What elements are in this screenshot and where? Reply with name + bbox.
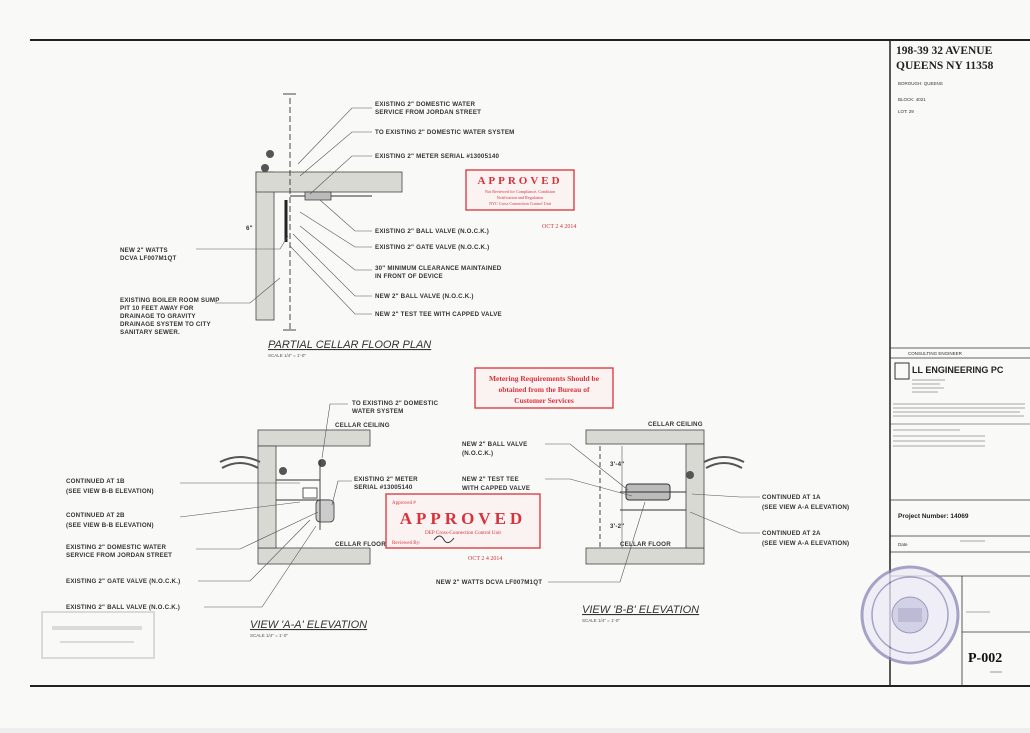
b-label-continued-1a: CONTINUED AT 1A	[762, 494, 821, 501]
a-label-continued-2b: CONTINUED AT 2B	[66, 512, 125, 519]
approved-stamp-2: Approved # APPROVED DEP Cross-Connection…	[385, 493, 541, 562]
view-b-b-elevation: CELLAR CEILING CELLAR FLOOR 3'-4" 3'-2" …	[436, 421, 849, 623]
plan-title: PARTIAL CELLAR FLOOR PLAN	[268, 339, 431, 351]
plan-label-ball-valve: EXISTING 2" BALL VALVE (N.O.C.K.)	[375, 228, 489, 235]
b-label-ball-valve: NEW 2" BALL VALVE	[462, 441, 527, 448]
a-label-domestic-service-2: SERVICE FROM JORDAN STREET	[66, 552, 172, 559]
a-label-continued-2b-2: (SEE VIEW B-B ELEVATION)	[66, 522, 154, 529]
plan-label-clearance: 30" MINIMUM CLEARANCE MAINTAINED	[375, 265, 502, 272]
b-floor-slab	[585, 547, 705, 565]
plan-label-sump: EXISTING BOILER ROOM SUMP	[120, 297, 220, 304]
a-label-continued-1b-2: (SEE VIEW B-B ELEVATION)	[66, 488, 154, 495]
faded-stamp	[41, 611, 155, 659]
stamp-2-reviewed-by: Reviewed By:	[392, 541, 420, 546]
plan-label-sump-5: SANITARY SEWER.	[120, 329, 180, 336]
view-b-scale: SCALE 1/4" = 1'-0"	[582, 618, 620, 623]
block-text: BLOCK: 4021	[898, 97, 926, 102]
consulting-label: CONSULTING ENGINEER	[908, 351, 963, 356]
view-a-title: VIEW 'A-A' ELEVATION	[250, 619, 367, 631]
a-wall	[257, 445, 277, 549]
stamp-1-title: APPROVED	[477, 175, 562, 187]
b-label-test-tee: NEW 2" TEST TEE	[462, 476, 519, 483]
plan-wall-west	[255, 171, 275, 321]
reviewer-signature	[433, 535, 455, 544]
a-floor-slab	[257, 547, 371, 565]
b-label-watts: NEW 2" WATTS DCVA LF007M1QT	[436, 579, 542, 586]
a-label-to-existing-2: WATER SYSTEM	[352, 408, 403, 415]
project-number: Project Number: 14069	[898, 513, 969, 520]
stamp-2-title: APPROVED	[400, 509, 526, 528]
address-line-1: 198-39 32 AVENUE	[896, 45, 993, 57]
firm-name: LL ENGINEERING PC	[912, 365, 1004, 375]
stamp-1-line-1: Not Reviewed for Compliance, Condition	[485, 189, 556, 195]
b-floor-label: CELLAR FLOOR	[620, 541, 671, 548]
b-label-continued-2a-2: (SEE VIEW A-A ELEVATION)	[762, 540, 849, 547]
plan-wall-north	[255, 171, 403, 193]
b-label-ball-valve-2: (N.O.C.K.)	[462, 450, 493, 457]
b-label-continued-2a: CONTINUED AT 2A	[762, 530, 821, 537]
lot-text: LOT: 29	[898, 109, 914, 114]
b-ceiling-label: CELLAR CEILING	[648, 421, 703, 428]
b-dim-1: 3'-4"	[610, 461, 624, 468]
plan-label-sump-4: DRAINAGE SYSTEM TO CITY	[120, 321, 211, 328]
b-wall	[685, 443, 705, 549]
a-floor-label: CELLAR FLOOR	[335, 541, 386, 548]
a-label-to-existing: TO EXISTING 2" DOMESTIC	[352, 400, 438, 407]
partial-cellar-floor-plan: 6" EXISTING 2" DOMESTIC WATER SERVICE FR…	[120, 93, 515, 358]
engineer-seal	[860, 565, 960, 665]
date-label: Date	[898, 542, 908, 547]
a-label-domestic-service: EXISTING 2" DOMESTIC WATER	[66, 544, 166, 551]
stamp-2-top: Approved #	[392, 501, 416, 506]
stamp-1-date: OCT 2 4 2014	[542, 224, 576, 230]
plan-scale: SCALE 1/4" = 1'-0"	[268, 353, 306, 358]
plan-label-test-tee: NEW 2" TEST TEE WITH CAPPED VALVE	[375, 311, 502, 318]
plan-label-existing-service-2: SERVICE FROM JORDAN STREET	[375, 109, 481, 116]
notice-line-1: Metering Requirements Should be	[489, 374, 600, 383]
b-label-continued-1a-2: (SEE VIEW A-A ELEVATION)	[762, 504, 849, 511]
notice-line-2: obtained from the Bureau of	[499, 385, 590, 394]
title-block: 198-39 32 AVENUE QUEENS NY 11358 BOROUGH…	[890, 45, 1030, 686]
plan-label-new-ball-valve: NEW 2" BALL VALVE (N.O.C.K.)	[375, 293, 474, 300]
b-dim-2: 3'-2"	[610, 523, 624, 530]
stamp-1-line-2: Notification and Regulation	[497, 195, 545, 200]
a-label-ball-valve: EXISTING 2" BALL VALVE (N.O.C.K.)	[66, 604, 180, 611]
plan-label-meter: EXISTING 2" METER SERIAL #13005140	[375, 153, 499, 160]
a-label-meter: EXISTING 2" METER	[354, 476, 418, 483]
plan-label-gate-valve: EXISTING 2" GATE VALVE (N.O.C.K.)	[375, 244, 489, 251]
a-ceiling-slab	[257, 429, 371, 447]
approved-stamp-1: APPROVED Not Reviewed for Compliance, Co…	[465, 169, 576, 230]
svg-text:6": 6"	[246, 225, 253, 232]
stamp-1-line-3: NYC Cross Connection Control Unit	[489, 201, 552, 206]
a-ceiling-label: CELLAR CEILING	[335, 422, 390, 429]
stamp-2-line-1: DEP Cross-Connection Control Unit	[425, 530, 502, 536]
plan-label-to-existing: TO EXISTING 2" DOMESTIC WATER SYSTEM	[375, 129, 515, 136]
notice-line-3: Customer Services	[514, 396, 574, 405]
plan-label-clearance-2: IN FRONT OF DEVICE	[375, 273, 443, 280]
view-b-title: VIEW 'B-B' ELEVATION	[582, 604, 699, 616]
metering-notice-stamp: Metering Requirements Should be obtained…	[474, 367, 614, 409]
stamp-2-date: OCT 2 4 2014	[468, 556, 502, 562]
sheet-number: P-002	[968, 651, 1002, 666]
address-line-2: QUEENS NY 11358	[896, 60, 994, 72]
borough-text: BOROUGH: QUEENS	[898, 81, 943, 86]
view-a-scale: SCALE 1/4" = 1'-0"	[250, 633, 288, 638]
view-a-a-elevation: CELLAR CEILING CELLAR FLOOR TO EXISTING …	[66, 400, 438, 638]
firm-logo	[894, 362, 910, 380]
a-label-continued-1b: CONTINUED AT 1B	[66, 478, 125, 485]
b-label-test-tee-2: WITH CAPPED VALVE	[462, 485, 530, 492]
a-label-gate-valve: EXISTING 2" GATE VALVE (N.O.C.K.)	[66, 578, 180, 585]
b-ceiling-slab	[585, 429, 705, 445]
plan-label-existing-service: EXISTING 2" DOMESTIC WATER	[375, 101, 475, 108]
plan-label-sump-2: PIT 10 FEET AWAY FOR	[120, 305, 194, 312]
a-label-meter-2: SERIAL #13005140	[354, 484, 413, 491]
plan-label-watts-2: DCVA LF007M1QT	[120, 255, 176, 262]
plan-label-sump-3: DRAINAGE TO GRAVITY	[120, 313, 196, 320]
plan-label-watts: NEW 2" WATTS	[120, 247, 168, 254]
